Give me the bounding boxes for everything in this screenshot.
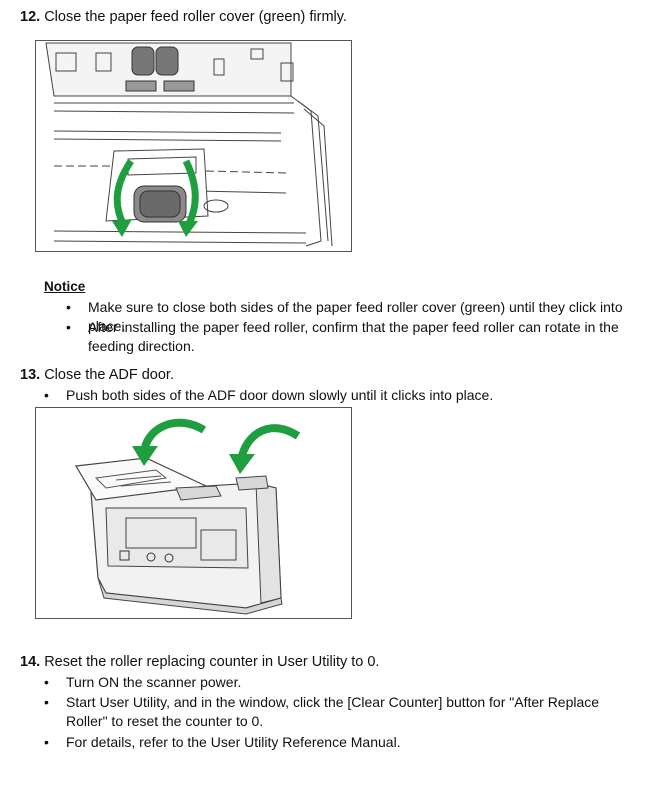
bullet-marker: • [66,299,71,315]
bullet-text: After installing the paper feed roller, … [88,319,619,354]
step-title: Reset the roller replacing counter in Us… [44,654,380,670]
bullet-text: Make sure to close both sides of the pap… [88,299,623,334]
bullet-marker: • [44,674,49,690]
bullet-marker: • [44,694,49,710]
notice-heading: Notice [44,279,86,294]
notice-bullet-2: • After installing the paper feed roller… [66,318,641,356]
step-12-heading: 12. Close the paper feed roller cover (g… [20,9,347,25]
step-14-bullet-1: • Turn ON the scanner power. [44,673,644,692]
bullet-marker: • [66,319,71,335]
roller-cover-illustration [35,40,352,252]
step-13-bullet-1: • Push both sides of the ADF door down s… [44,386,634,405]
step-14-heading: 14. Reset the roller replacing counter i… [20,654,379,670]
step-number: 13. [20,367,41,383]
bullet-text: Start User Utility, and in the window, c… [66,694,600,729]
adf-door-illustration [35,407,352,619]
bullet-text: Turn ON the scanner power. [66,674,242,690]
bullet-text: For details, refer to the User Utility R… [66,734,401,750]
notice-bullet-1: • Make sure to close both sides of the p… [66,298,651,336]
step-13-heading: 13. Close the ADF door. [20,367,174,383]
bullet-marker: • [44,734,49,750]
bullet-text: Push both sides of the ADF door down slo… [66,387,494,403]
step-title: Close the ADF door. [44,367,174,383]
adf-door-drawing [36,408,351,618]
step-number: 14. [20,654,41,670]
bullet-marker: • [44,387,49,403]
step-14-bullet-3: • For details, refer to the User Utility… [44,733,644,752]
step-14-bullet-2: • Start User Utility, and in the window,… [44,693,644,731]
roller-cover-drawing [36,41,351,251]
step-number: 12. [20,9,41,25]
step-title: Close the paper feed roller cover (green… [44,9,347,25]
